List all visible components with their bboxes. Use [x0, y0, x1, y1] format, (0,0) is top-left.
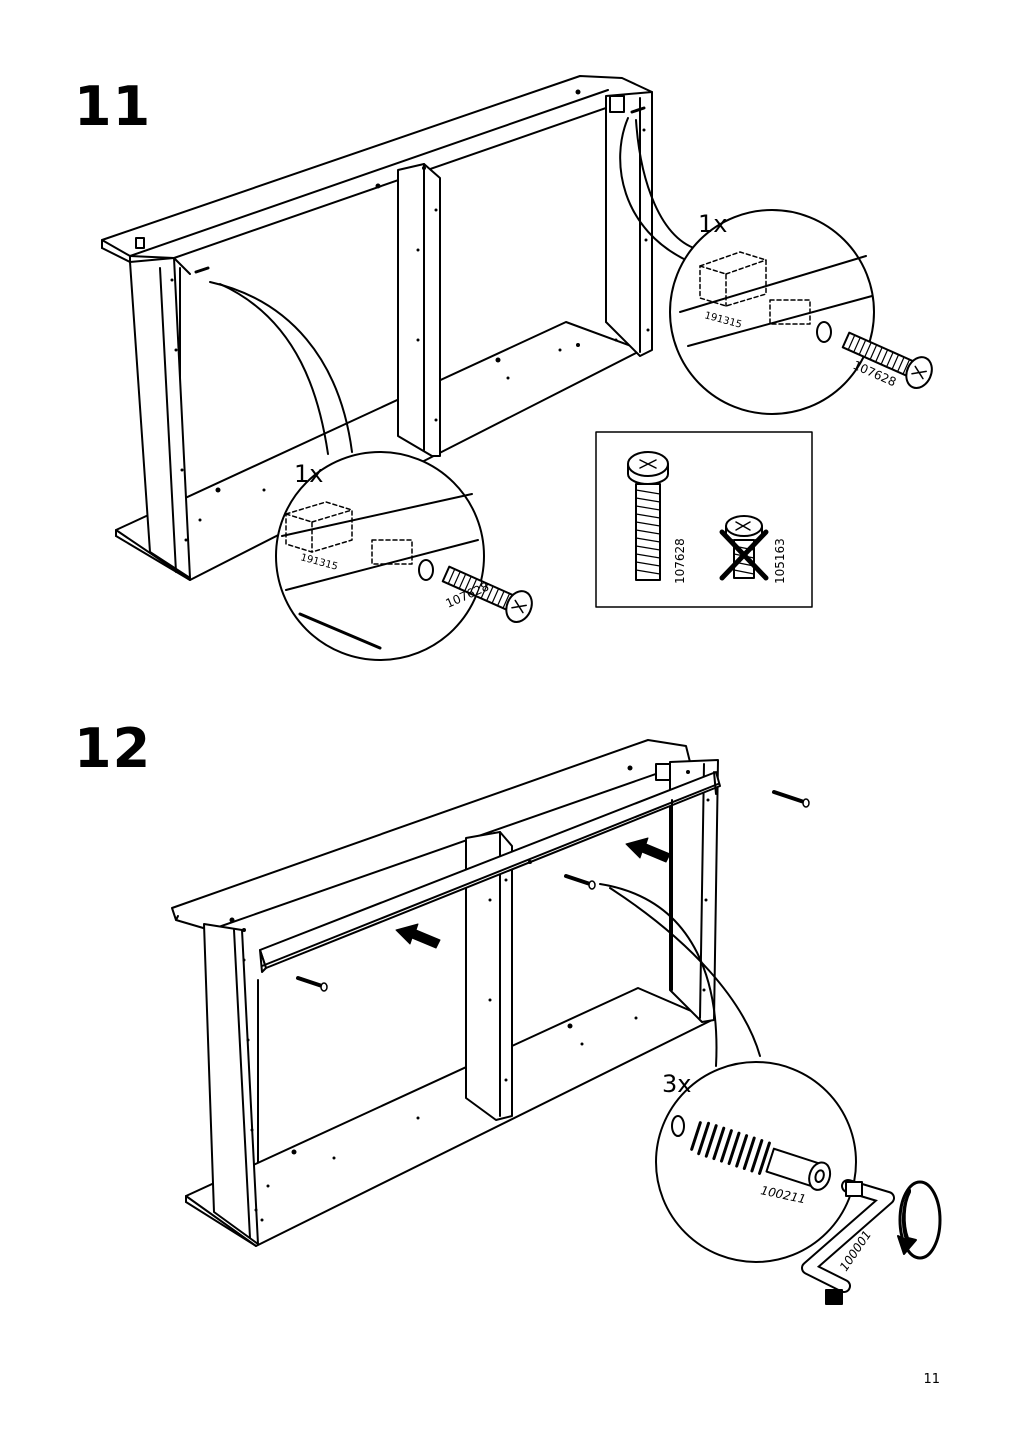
quantity-label: 1x [294, 460, 323, 488]
push-arrow-icon [625, 837, 671, 863]
step-number-11: 11 [74, 75, 152, 138]
correct-screw-label: 107628 [673, 538, 687, 584]
step-number-12: 12 [74, 717, 152, 780]
quantity-label: 1x [698, 210, 727, 238]
step-12-frame-drawing [171, 739, 942, 1305]
wrong-screw-label: 105163 [773, 538, 787, 584]
quantity-label: 3x [662, 1070, 691, 1098]
push-arrow-icon [395, 923, 441, 949]
rotate-arrow-icon [897, 1189, 917, 1255]
step-11-frame-drawing [101, 75, 933, 661]
page-number: 11 [923, 1372, 940, 1387]
cross-out-icon [719, 529, 769, 581]
